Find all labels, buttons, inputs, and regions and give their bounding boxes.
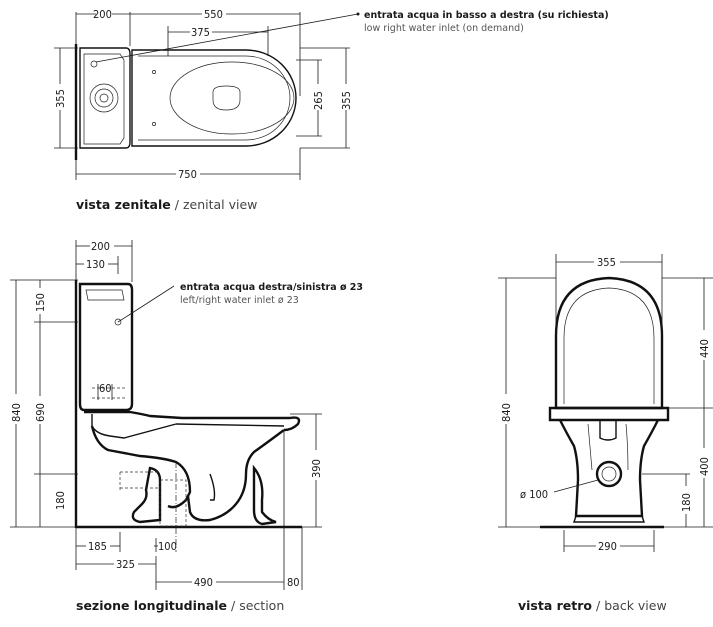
section-note-en: left/right water inlet ø 23: [180, 295, 299, 306]
bowl-trap: [90, 425, 192, 509]
dim-top-200: 200: [91, 240, 110, 253]
dim-left-690: 690: [34, 403, 47, 422]
cistern-section: [78, 282, 134, 412]
back-view: 355 440 400 180 840 ø 100 290 vista retr…: [498, 254, 713, 613]
bowl-outline: [131, 49, 297, 147]
outlet-leader: [553, 479, 599, 493]
dim-top-550: 550: [204, 8, 223, 21]
bowl-drain: [212, 85, 241, 111]
water-inlet-marker: [114, 318, 122, 326]
flush-button: [89, 83, 119, 113]
zenital-view: 200 550 375 entrata acqua in basso a des…: [54, 8, 609, 212]
outlet-diameter-label: ø 100: [520, 488, 548, 501]
bowl-rim: [169, 61, 295, 135]
dim-bottom-290: 290: [598, 540, 617, 553]
dim-right-355: 355: [340, 91, 353, 110]
dim-bottom-100: 100: [158, 540, 177, 553]
dim-inner-60: 60: [99, 382, 112, 395]
zenital-caption: vista zenitale/zenital view: [76, 197, 257, 212]
dim-bottom-490: 490: [194, 576, 213, 589]
dim-top-130: 130: [86, 258, 105, 271]
dim-bottom-185: 185: [88, 540, 107, 553]
flush-pipe: [599, 420, 617, 441]
note-leader: [117, 285, 175, 323]
dim-right-265: 265: [312, 91, 325, 110]
outlet-circle: [595, 460, 623, 488]
lid-outline: [554, 276, 664, 410]
dim-left-180: 180: [54, 491, 67, 510]
seat-band: [548, 406, 670, 422]
dim-top-375: 375: [191, 26, 210, 39]
dim-top-355: 355: [597, 256, 616, 269]
cistern-inner: [83, 53, 125, 145]
zenital-note-it: entrata acqua in basso a destra (su rich…: [364, 10, 609, 21]
dim-right-390: 390: [310, 459, 323, 478]
pedestal: [558, 419, 660, 518]
dim-right-180: 180: [680, 493, 693, 512]
section-note-it: entrata acqua destra/sinistra ø 23: [180, 282, 363, 293]
section-view: 200 130 entrata acqua destra/sinistra ø …: [10, 240, 363, 613]
dim-left-840: 840: [10, 403, 23, 422]
cistern-outline: [79, 47, 131, 149]
dim-bottom-325: 325: [116, 558, 135, 571]
dim-bottom-750: 750: [178, 168, 197, 181]
water-inlet-marker: [90, 60, 98, 68]
note-leader: [95, 13, 359, 63]
bowl-foot-right: [252, 464, 277, 526]
dim-left-355: 355: [54, 89, 67, 108]
bowl-rim: [84, 410, 301, 432]
section-caption: sezione longitudinale/section: [76, 598, 284, 613]
dim-left-150: 150: [34, 293, 47, 312]
back-caption: vista retro/back view: [518, 598, 667, 613]
zenital-note-en: low right water inlet (on demand): [364, 23, 524, 34]
dim-left-840: 840: [500, 403, 513, 422]
dim-right-440: 440: [698, 339, 711, 358]
bowl-body: [186, 429, 285, 522]
dim-bottom-80: 80: [287, 576, 300, 589]
dim-right-400: 400: [698, 457, 711, 476]
dim-top-200: 200: [93, 8, 112, 21]
bowl-foot-left: [131, 466, 162, 524]
